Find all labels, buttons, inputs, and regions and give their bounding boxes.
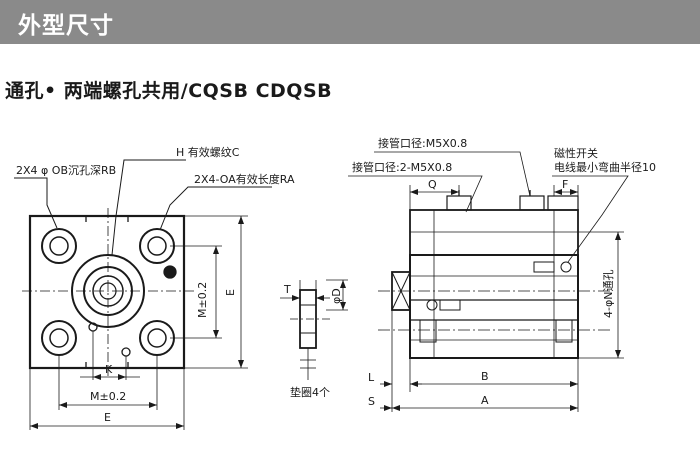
header-title: 外型尺寸 bbox=[18, 13, 114, 39]
label-f: F bbox=[562, 178, 568, 191]
rod-end bbox=[391, 271, 411, 311]
label-a: A bbox=[481, 394, 489, 407]
side-view bbox=[348, 151, 629, 412]
switch-indicator-bottom bbox=[439, 299, 461, 311]
washer-view bbox=[280, 279, 348, 380]
small-port-bottom-right bbox=[121, 347, 131, 357]
side-body-outline bbox=[409, 254, 579, 359]
label-switch-2: 电线最小弯曲半径10 bbox=[554, 160, 656, 174]
front-body-outline bbox=[28, 214, 186, 370]
corner-hole-bottom-left bbox=[41, 320, 77, 356]
label-switch-1: 磁性开关 bbox=[554, 146, 598, 160]
side-top-block bbox=[409, 209, 579, 256]
label-e-vertical: E bbox=[224, 289, 237, 296]
label-port-2: 接管口径:2-M5X0.8 bbox=[352, 160, 452, 174]
front-view bbox=[14, 159, 272, 430]
label-k: K bbox=[105, 363, 113, 376]
label-ob: 2X4 φ OB沉孔深RB bbox=[16, 164, 116, 177]
label-q: Q bbox=[428, 178, 437, 191]
label-m-vertical: M±0.2 bbox=[196, 282, 209, 318]
label-l: L bbox=[368, 371, 375, 384]
label-t: T bbox=[283, 283, 291, 296]
header-bar: 外型尺寸 bbox=[0, 0, 700, 44]
corner-hole-bottom-right bbox=[139, 320, 175, 356]
label-b: B bbox=[481, 370, 489, 383]
label-washer: 垫圈4个 bbox=[290, 385, 330, 399]
label-od: φD bbox=[330, 288, 343, 304]
section-title: 通孔• 两端螺孔共用/CQSB CDQSB bbox=[5, 80, 333, 102]
small-port-right bbox=[163, 265, 177, 279]
label-n: 4-φN通孔 bbox=[602, 270, 615, 318]
corner-hole-top-left bbox=[41, 228, 77, 264]
label-oa: 2X4-OA有效长度RA bbox=[194, 172, 295, 186]
corner-hole-top-right bbox=[139, 228, 175, 264]
label-port-1: 接管口径:M5X0.8 bbox=[378, 136, 467, 150]
label-s: S bbox=[368, 395, 375, 408]
label-h: H 有效螺纹C bbox=[176, 145, 240, 159]
label-e-horizontal: E bbox=[104, 411, 111, 424]
switch-indicator-top bbox=[533, 261, 555, 273]
label-m-horizontal: M±0.2 bbox=[90, 390, 126, 403]
